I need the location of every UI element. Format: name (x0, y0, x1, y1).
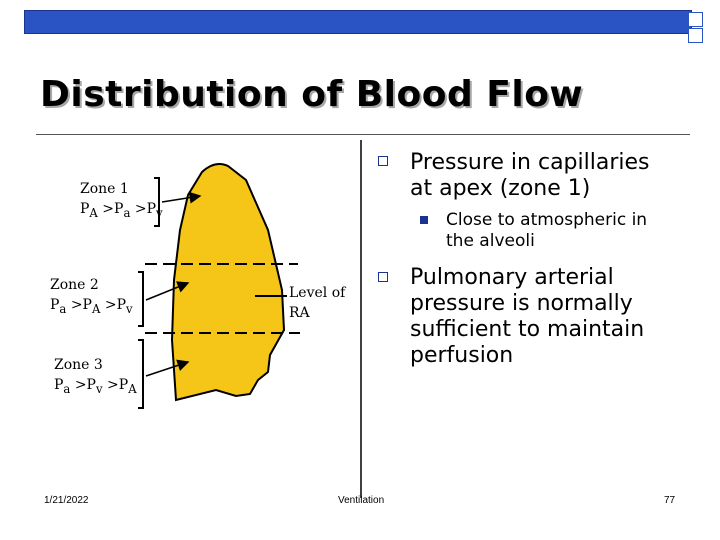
bracket-zone3 (138, 340, 143, 408)
bullet-1-line-2: at apex (zone 1) (410, 176, 590, 202)
sub-bullet-square-icon (420, 216, 428, 224)
bullet-1-line-1: Pressure in capillaries (410, 150, 650, 176)
bullet-3-line-3: sufficient to maintain (410, 317, 644, 343)
footer-date: 1/21/2022 (44, 495, 89, 506)
level-label: Level of (289, 284, 345, 302)
lung-shape (172, 164, 284, 400)
zone1-name: Zone 1 (80, 180, 129, 198)
level-label-ra: RA (289, 304, 310, 322)
zone2-name: Zone 2 (50, 276, 99, 294)
bullet-2-line-1: Close to atmospheric in (446, 211, 647, 230)
bullet-3-line-4: perfusion (410, 343, 513, 369)
footer-center: Ventilation (338, 495, 384, 506)
bracket-zone2 (138, 272, 143, 326)
bullet-square-icon (378, 272, 388, 282)
zone1-formula: PA >Pa >Pv (80, 200, 163, 222)
zone3-formula: Pa >Pv >PA (54, 376, 137, 398)
bullet-3-line-1: Pulmonary arterial (410, 265, 614, 291)
bullet-2-line-2: the alveoli (446, 232, 535, 251)
zone3-name: Zone 3 (54, 356, 103, 374)
bullet-3-line-2: pressure is normally (410, 291, 633, 317)
zone2-formula: Pa >PA >Pv (50, 296, 133, 318)
bullet-square-icon (378, 156, 388, 166)
footer-page-number: 77 (664, 495, 675, 506)
